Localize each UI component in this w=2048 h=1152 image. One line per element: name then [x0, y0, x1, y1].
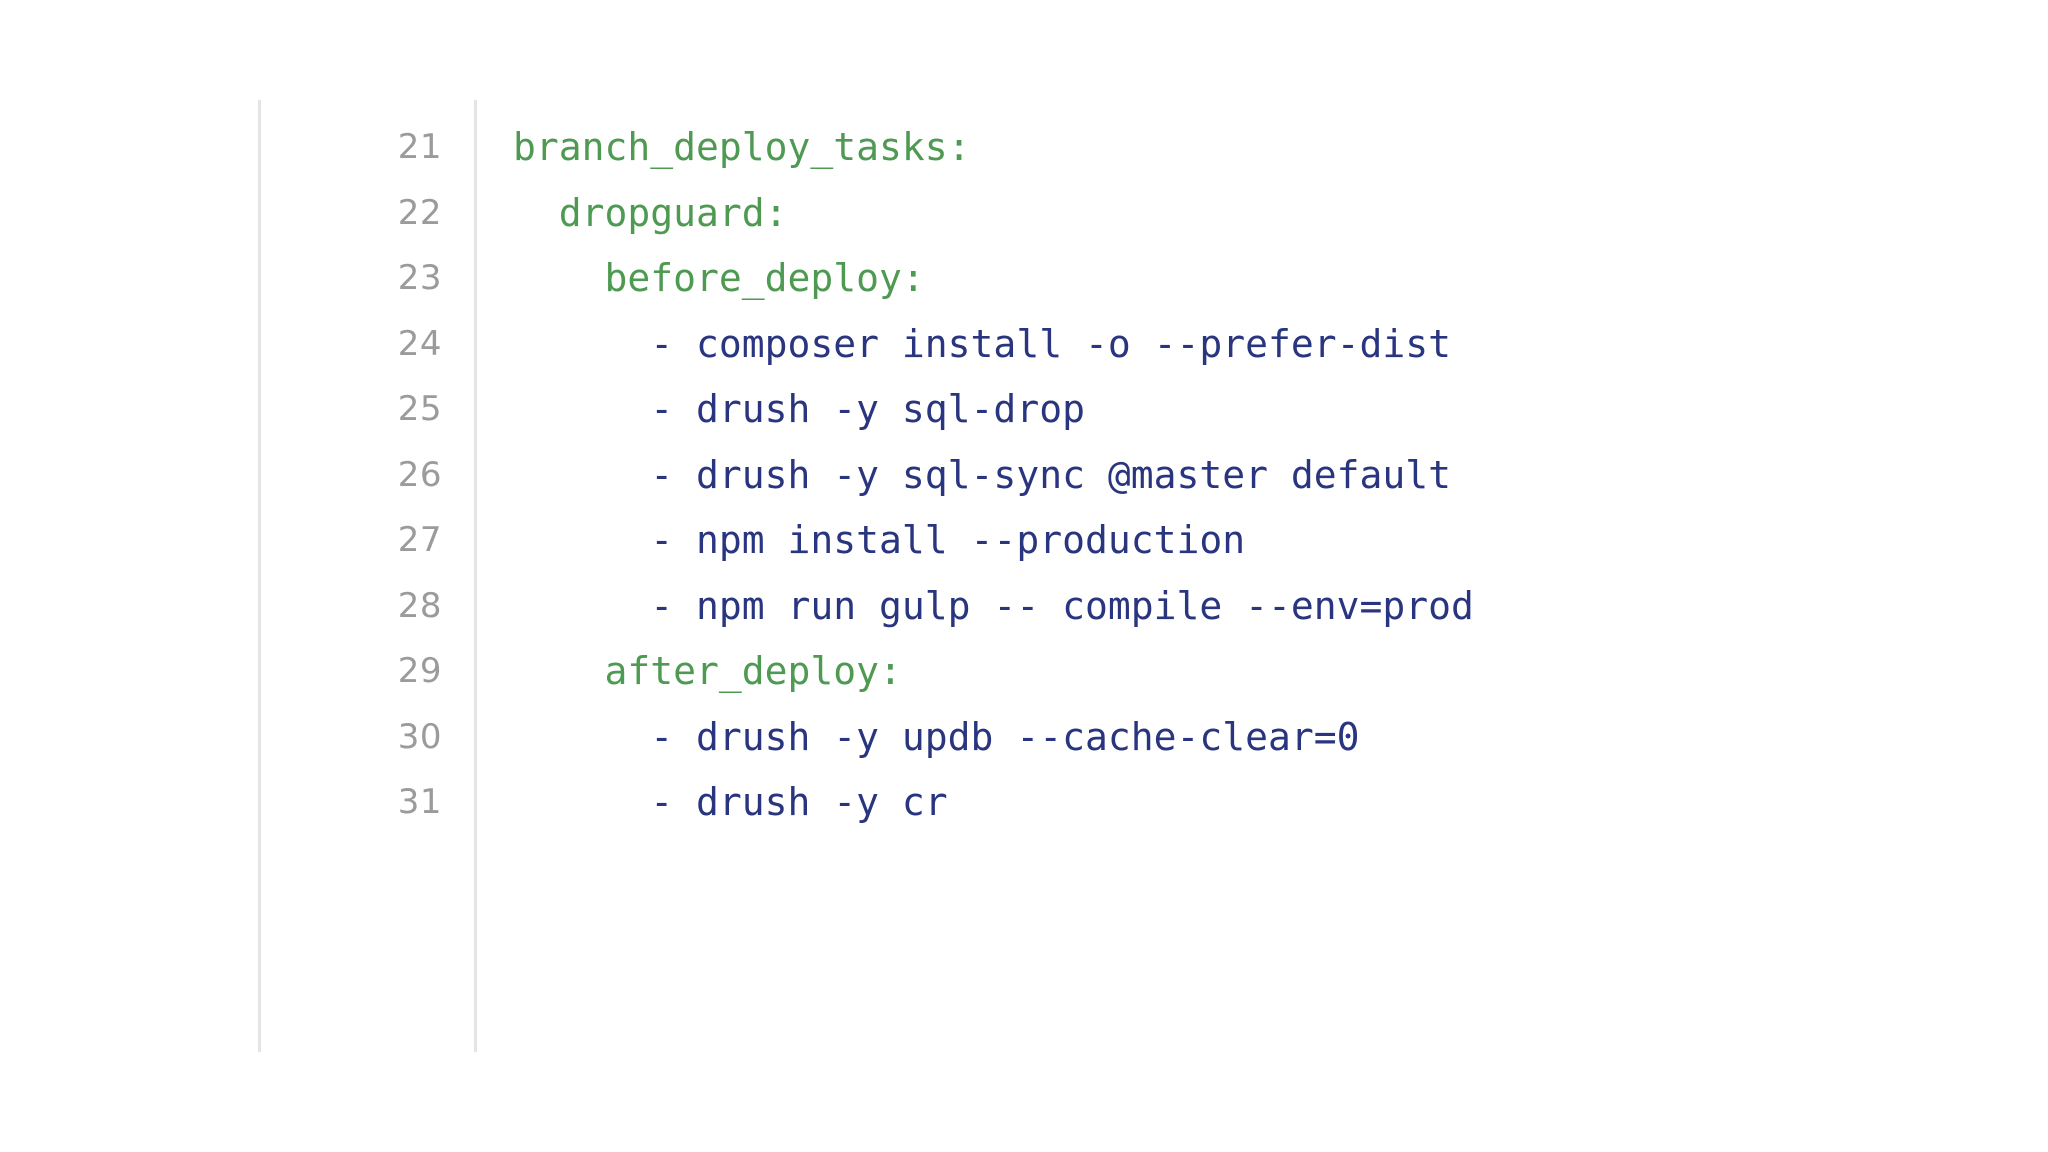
code-line[interactable]: dropguard: [513, 181, 1474, 247]
code-line[interactable]: - drush -y cr [513, 770, 1474, 836]
yaml-key-token: before_deploy: [513, 256, 925, 300]
code-line[interactable]: - drush -y sql-sync @master default [513, 443, 1474, 509]
line-number: 26 [397, 454, 442, 495]
line-number: 22 [397, 192, 442, 233]
code-content[interactable]: branch_deploy_tasks: dropguard: before_d… [477, 100, 1474, 836]
line-number: 30 [397, 716, 442, 757]
code-line[interactable]: - npm run gulp -- compile --env=prod [513, 574, 1474, 640]
line-number: 28 [397, 585, 442, 626]
line-number: 25 [397, 389, 442, 429]
shell-command-token: - composer install -o --prefer-dist [513, 321, 1451, 366]
yaml-key-token: branch_deploy_tasks: [513, 125, 971, 169]
yaml-key-token: dropguard: [513, 190, 788, 235]
line-number: 24 [397, 323, 442, 364]
line-number: 29 [397, 651, 442, 691]
code-line[interactable]: - composer install -o --prefer-dist [513, 312, 1474, 378]
shell-command-token: - drush -y sql-sync @master default [513, 452, 1451, 497]
code-line[interactable]: after_deploy: [513, 639, 1474, 705]
code-line[interactable]: branch_deploy_tasks: [513, 115, 1474, 181]
code-block: 21 22 23 24 25 26 27 28 29 30 31 branch_deploy_tas… [258, 100, 1474, 1052]
code-line[interactable]: - npm install --production [513, 508, 1474, 574]
line-number: 31 [397, 782, 442, 822]
shell-command-token: - drush -y updb --cache-clear=0 [513, 714, 1360, 759]
code-line[interactable]: - drush -y updb --cache-clear=0 [513, 705, 1474, 771]
shell-command-token: - drush -y cr [513, 780, 948, 824]
line-number: 27 [397, 520, 442, 560]
line-number-gutter: 21 22 23 24 25 26 27 28 29 30 31 [261, 100, 477, 1052]
shell-command-token: - drush -y sql-drop [513, 387, 1085, 431]
shell-command-token: - npm run gulp -- compile --env=prod [513, 583, 1474, 628]
code-line[interactable]: - drush -y sql-drop [513, 377, 1474, 443]
line-number: 21 [397, 127, 442, 167]
shell-command-token: - npm install --production [513, 518, 1246, 562]
code-line[interactable]: before_deploy: [513, 246, 1474, 312]
yaml-key-token: after_deploy: [513, 649, 902, 693]
line-number: 23 [397, 258, 442, 298]
